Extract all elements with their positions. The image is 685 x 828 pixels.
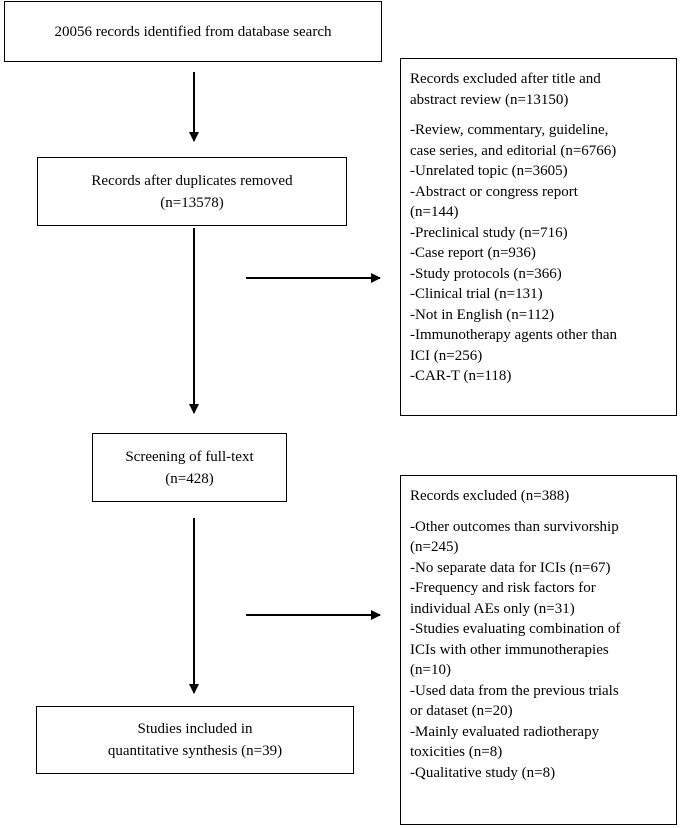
studies-included-line-1: Studies included in	[137, 721, 253, 737]
exclusion-reason: (n=10)	[410, 662, 451, 678]
exclusion-reason: -Abstract or congress report	[410, 183, 578, 200]
exclusion-reason: -Mainly evaluated radiotherapy	[410, 723, 600, 740]
exclusion-reason: individual AEs only (n=31)	[410, 600, 575, 617]
exclusion-reason: case series, and editorial (n=6766)	[410, 142, 617, 159]
excluded-title-abstract-heading: abstract review (n=13150)	[410, 91, 569, 108]
excluded-title-abstract-box: Records excluded after title and abstrac…	[400, 58, 677, 416]
after-duplicates-box: Records after duplicates removed (n=1357…	[37, 157, 347, 226]
exclusion-reason: -Review, commentary, guideline,	[410, 122, 609, 138]
exclusion-reason: -Preclinical study (n=716)	[410, 224, 568, 241]
exclusion-reason: toxicities (n=8)	[410, 744, 503, 760]
after-duplicates-count: (n=13578)	[160, 194, 224, 211]
exclusion-reason: -Frequency and risk factors for	[410, 580, 596, 596]
exclusion-reason: -Immunotherapy agents other than	[410, 327, 618, 343]
excluded-title-abstract-heading: Records excluded after title and	[410, 71, 601, 87]
exclusion-reason: (n=144)	[410, 204, 459, 220]
identified-records-text: 20056 records identified from database s…	[54, 23, 332, 40]
exclusion-reason: -No separate data for ICIs (n=67)	[410, 559, 611, 576]
exclusion-reason: -Studies evaluating combination of	[410, 621, 621, 637]
exclusion-reason: -Qualitative study (n=8)	[410, 764, 556, 781]
exclusion-reason: -Unrelated topic (n=3605)	[410, 163, 568, 179]
studies-included-box: Studies included in quantitative synthes…	[36, 706, 354, 774]
full-text-screening-label: Screening of full-text	[125, 448, 254, 465]
studies-included-line-2: quantitative synthesis (n=39)	[107, 743, 283, 759]
full-text-screening-box: Screening of full-text (n=428)	[92, 433, 287, 502]
exclusion-reason: -Used data from the previous trials	[410, 682, 619, 699]
exclusion-reason: -Other outcomes than survivorship	[410, 518, 619, 535]
exclusion-reason: ICI (n=256)	[410, 347, 483, 364]
exclusion-reason: -CAR-T (n=118)	[410, 368, 512, 384]
exclusion-reason: -Study protocols (n=366)	[410, 265, 562, 282]
after-duplicates-label: Records after duplicates removed	[91, 172, 293, 189]
identified-records-box: 20056 records identified from database s…	[4, 1, 382, 62]
exclusion-reason: -Clinical trial (n=131)	[410, 286, 543, 302]
exclusion-reason: -Case report (n=936)	[410, 245, 536, 261]
exclusion-reason: or dataset (n=20)	[410, 703, 513, 719]
excluded-full-text-box: Records excluded (n=388) -Other outcomes…	[400, 475, 677, 825]
full-text-screening-count: (n=428)	[165, 470, 214, 487]
exclusion-reason: (n=245)	[410, 539, 459, 555]
exclusion-reason: ICIs with other immunotherapies	[410, 641, 609, 658]
excluded-full-text-heading: Records excluded (n=388)	[410, 488, 570, 504]
exclusion-reason: -Not in English (n=112)	[410, 306, 555, 323]
